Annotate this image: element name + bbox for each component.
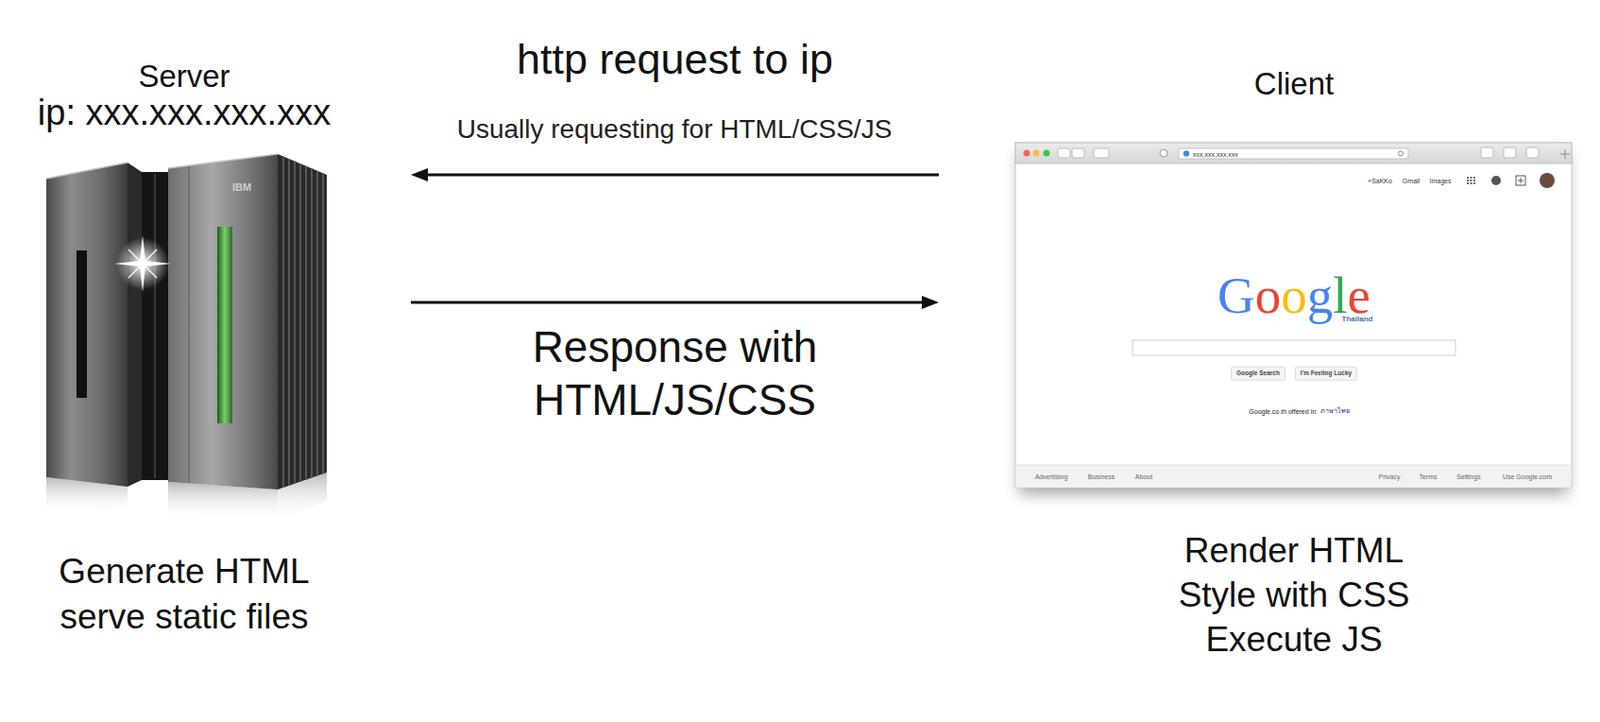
sparkle-rays — [128, 249, 157, 278]
server-panel-line — [188, 166, 190, 483]
server-tower-side — [277, 153, 327, 490]
footer-link: Terms — [1418, 473, 1437, 480]
edge-label: Response with HTML/JS/CSS — [505, 320, 846, 426]
url-text: xxx.xxx.xxx.xxx — [1192, 150, 1239, 157]
sparkle — [114, 235, 171, 292]
language-note: Google.co.th offered in: — [1248, 408, 1318, 415]
arrow-connector — [410, 168, 939, 182]
sidebar-button — [1093, 148, 1109, 158]
share-icon — [1515, 175, 1526, 186]
server-ribs — [283, 156, 324, 489]
notification-icon — [1491, 175, 1501, 186]
logo-subtitle: Thailand — [1342, 315, 1374, 324]
connector-line — [427, 173, 939, 177]
new-tab-icon — [1560, 149, 1570, 159]
server-green-light — [217, 226, 233, 424]
server-gap — [141, 171, 169, 480]
nav-button — [1072, 148, 1085, 158]
search-button: I'm Feeling Lucky — [1294, 366, 1358, 381]
footer-link: Advertising — [1035, 473, 1069, 480]
footer-link: Settings — [1456, 473, 1481, 480]
search-box — [1132, 340, 1456, 356]
footer-link: Use Google.com — [1502, 473, 1552, 480]
traffic-light — [1043, 150, 1051, 157]
edge-label: http request to ip — [429, 37, 921, 82]
header-link: Gmail — [1402, 177, 1420, 185]
header-link: Images — [1429, 177, 1452, 185]
server-tower-side — [127, 162, 142, 487]
server-illustration — [46, 153, 327, 521]
toolbar-button — [1480, 147, 1494, 158]
avatar — [1539, 172, 1555, 188]
arrow-note: Usually requesting for HTML/CSS/JS — [457, 116, 893, 143]
browser-toolbar — [1015, 142, 1572, 164]
header-link: +SaKKo — [1367, 177, 1393, 185]
search-button: Google Search — [1230, 366, 1286, 381]
server-node: Serverip: xxx.xxx.xxx.xxxGenerate HTML s… — [0, 37, 411, 662]
server-gap-line — [153, 173, 156, 478]
traffic-light — [1023, 150, 1031, 157]
server-top-edge — [46, 153, 278, 179]
traffic-light — [1033, 150, 1040, 157]
server-slot — [76, 250, 87, 398]
browser-screenshot — [1015, 142, 1572, 494]
footer-link: About — [1135, 473, 1153, 480]
ip-address: ip: xxx.xxx.xxx.xxx — [0, 93, 369, 132]
arrowhead — [410, 168, 428, 182]
share-plus — [1517, 177, 1524, 184]
node-heading: Client — [1152, 65, 1436, 103]
node-description: Generate HTML serve static files — [33, 548, 336, 640]
server-tower-front — [46, 162, 128, 487]
footer-bar — [1016, 464, 1572, 488]
toolbar-button — [1526, 147, 1539, 158]
language-link: ภาษาไทย — [1320, 408, 1350, 415]
footer-line — [1016, 464, 1572, 466]
footer-link: Business — [1088, 473, 1115, 480]
footer-link: Privacy — [1378, 473, 1401, 480]
server-tower-front — [168, 153, 278, 490]
reload-icon — [1398, 151, 1404, 156]
toolbar-button — [1503, 147, 1516, 158]
arrow-connector — [410, 295, 939, 309]
url-bar — [1178, 148, 1409, 159]
node-heading: Server — [0, 59, 369, 94]
nav-button — [1057, 148, 1071, 158]
info-button — [1159, 149, 1168, 157]
browser-window — [1015, 142, 1572, 488]
client-node: ClientRender HTML Style with CSS Execute… — [938, 37, 1600, 669]
globe-icon — [1183, 150, 1190, 156]
brand-logo: IBM — [232, 182, 252, 193]
connector-line — [410, 301, 922, 305]
arrowhead — [921, 295, 939, 309]
node-description: Render HTML Style with CSS Execute JS — [1157, 527, 1431, 662]
apps-icon — [1466, 177, 1476, 184]
